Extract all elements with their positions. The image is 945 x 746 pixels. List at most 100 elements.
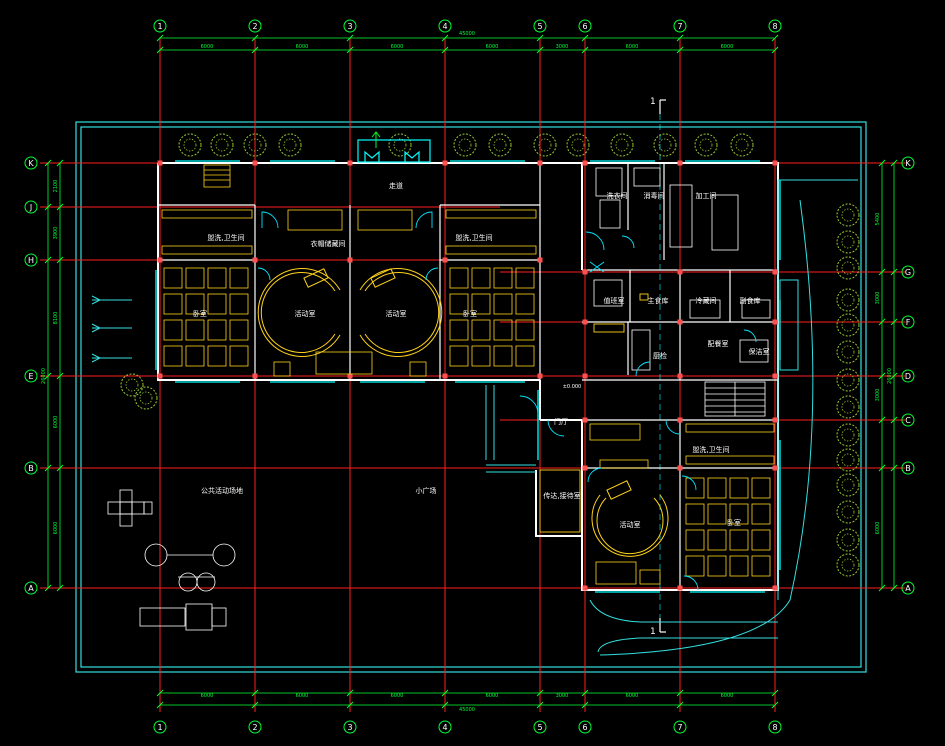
section-marker-top <box>659 99 666 114</box>
room-wash-left: 盥洗,卫生间 <box>207 233 244 242</box>
bed-icon <box>707 555 727 577</box>
right-segment-dimensions: 5400 3000 3000 6000 26000 <box>875 213 893 535</box>
bed-icon <box>449 293 469 315</box>
slide <box>139 603 227 631</box>
tree-icon <box>120 373 144 397</box>
bed-icon <box>163 267 183 289</box>
tree-icon <box>694 133 718 157</box>
bed-icon <box>471 345 491 367</box>
svg-text:1: 1 <box>157 22 162 31</box>
bed-icon <box>471 293 491 315</box>
axis-bubble-top-7: 7 <box>673 19 687 33</box>
room-cold-store: 冷藏间 <box>696 296 717 305</box>
svg-text:6000: 6000 <box>486 44 499 50</box>
tree-icon <box>243 133 267 157</box>
tree-icon <box>836 203 860 227</box>
bed-icon <box>229 319 249 341</box>
tree-icon <box>836 256 860 280</box>
bed-icon <box>729 555 749 577</box>
kitchen-equipment <box>593 167 771 371</box>
tree-icon <box>836 288 860 312</box>
svg-text:6000: 6000 <box>391 44 404 50</box>
svg-text:6000: 6000 <box>296 44 309 50</box>
room-activity-1: 活动室 <box>295 309 316 318</box>
tree-icon <box>836 500 860 524</box>
room-staff: 值班室 <box>604 296 625 305</box>
svg-text:6000: 6000 <box>486 693 499 699</box>
axis-bubble-right-F: F <box>901 315 915 329</box>
axis-bubble-right-K: K <box>901 156 915 170</box>
top-segment-dimensions: 6000 6000 6000 6000 3000 6000 6000 <box>201 44 734 50</box>
bed-icon <box>163 293 183 315</box>
axis-bubble-bottom-8: 8 <box>768 720 782 734</box>
room-cloak: 衣帽储藏间 <box>311 239 346 248</box>
tree-icon <box>610 133 634 157</box>
level-mark: ±0.000 <box>563 384 582 390</box>
tree-icon <box>730 133 754 157</box>
bed-icon <box>449 267 469 289</box>
svg-text:7: 7 <box>677 723 682 732</box>
tree-icon <box>836 473 860 497</box>
climbing-frame <box>107 489 153 527</box>
tree-icon <box>533 133 557 157</box>
north-arrow-mark <box>371 131 381 148</box>
tree-icon <box>134 386 158 410</box>
bed-icon <box>229 345 249 367</box>
bed-icon <box>729 503 749 525</box>
svg-text:6: 6 <box>582 22 587 31</box>
svg-text:3: 3 <box>347 22 352 31</box>
svg-text:1: 1 <box>157 723 162 732</box>
bed-icon <box>515 267 535 289</box>
tree-icon <box>453 133 477 157</box>
structural-columns <box>157 160 778 591</box>
site-paths <box>485 179 858 656</box>
tree-icon <box>210 133 234 157</box>
bed-icon <box>729 477 749 499</box>
bed-icon <box>515 319 535 341</box>
axis-bubble-right-B: B <box>901 461 915 475</box>
room-kitchen: 厨检 <box>653 351 667 360</box>
axis-bubble-top-4: 4 <box>438 19 452 33</box>
svg-text:D: D <box>905 372 911 381</box>
svg-text:8: 8 <box>772 723 777 732</box>
bed-icon <box>493 293 513 315</box>
left-segment-dimensions: 2100 3900 8100 6000 6000 26000 <box>41 180 59 535</box>
room-dispatch: 配餐室 <box>708 339 729 348</box>
site-boundary <box>75 121 867 673</box>
bed-icon <box>707 503 727 525</box>
room-bedroom-mid: 卧室 <box>463 309 477 318</box>
svg-text:6000: 6000 <box>296 693 309 699</box>
axis-bubble-top-1: 1 <box>153 19 167 33</box>
room-side-store: 副食库 <box>740 296 761 305</box>
svg-text:3000: 3000 <box>556 44 569 50</box>
bottom-total-dimension: 45000 <box>459 707 475 713</box>
bed-icon <box>229 267 249 289</box>
bed-icon <box>207 267 227 289</box>
tree-icon <box>178 133 202 157</box>
svg-text:A: A <box>905 584 911 593</box>
svg-text:H: H <box>28 256 34 265</box>
interior-walls <box>158 163 778 590</box>
room-bedroom-right: 卧室 <box>727 518 741 527</box>
svg-text:6000: 6000 <box>53 416 59 429</box>
svg-text:6000: 6000 <box>721 693 734 699</box>
area-public: 公共活动场地 <box>201 486 243 495</box>
area-plaza: 小广场 <box>416 486 437 495</box>
bed-icon <box>207 293 227 315</box>
bed-icon <box>471 319 491 341</box>
axis-bubble-left-E: E <box>24 369 38 383</box>
axis-bubble-right-C: C <box>901 413 915 427</box>
bed-icon <box>207 319 227 341</box>
door-swings <box>257 211 757 591</box>
tree-icon <box>566 133 590 157</box>
bed-icon <box>471 267 491 289</box>
room-bedroom-left: 卧室 <box>193 309 207 318</box>
axis-bubble-bottom-2: 2 <box>248 720 262 734</box>
axis-bubble-bottom-7: 7 <box>673 720 687 734</box>
bed-icon <box>685 503 705 525</box>
tree-icon <box>836 528 860 552</box>
svg-text:E: E <box>28 372 33 381</box>
axis-bubble-left-H: H <box>24 253 38 267</box>
svg-text:2100: 2100 <box>53 180 59 193</box>
